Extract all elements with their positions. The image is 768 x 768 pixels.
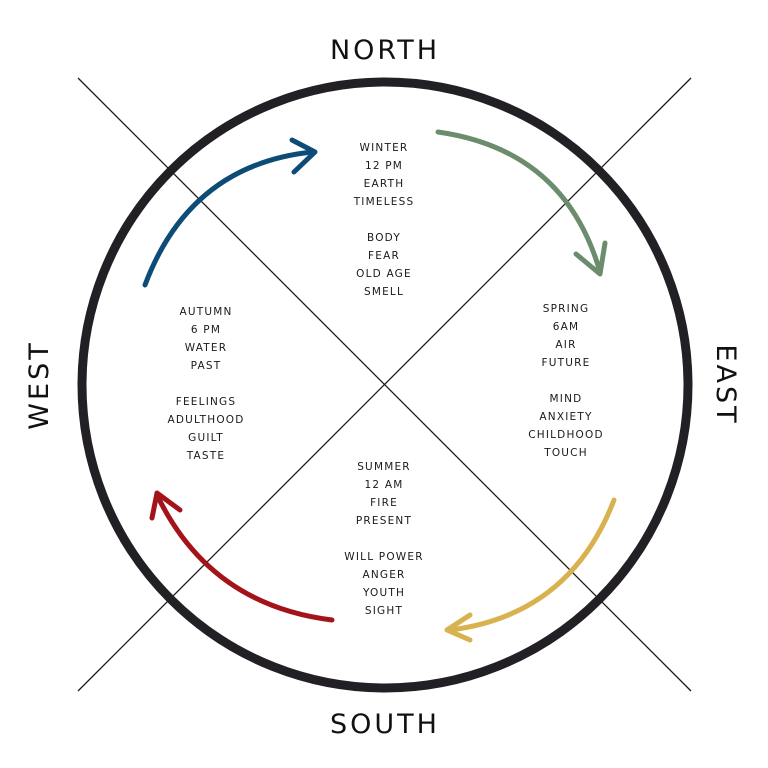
quadrant-north-line: 12 PM <box>365 160 403 172</box>
quadrant-south-line: WILL POWER <box>344 551 423 563</box>
quadrant-south-line: SUMMER <box>357 461 411 473</box>
quadrant-west-text: AUTUMN 6 PM WATER PAST FEELINGS ADULTHOOD GUIL… <box>167 306 244 462</box>
quadrant-north-text: WINTER 12 PM EARTH TIMELESS BODY FEAR OLD AGE S… <box>353 142 415 298</box>
quadrant-east-line: 6AM <box>553 321 580 333</box>
quadrant-east-line: CHILDHOOD <box>528 429 604 441</box>
direction-label-west: WEST <box>24 340 55 429</box>
quadrant-south-text: SUMMER 12 AM FIRE PRESENT WILL POWER ANGER YOU… <box>344 461 423 617</box>
arrow-east-to-south <box>444 497 617 643</box>
quadrant-west-line: TASTE <box>186 450 226 462</box>
quadrant-north-line: TIMELESS <box>353 196 415 208</box>
quadrant-west-line: PAST <box>191 360 222 372</box>
divider-line-ne-sw <box>77 77 692 692</box>
quadrant-south-line: FIRE <box>370 497 398 509</box>
quadrant-north-line: OLD AGE <box>356 268 412 280</box>
quadrant-north-line: FEAR <box>368 250 400 262</box>
quadrant-east-line: ANXIETY <box>539 411 592 423</box>
quadrant-north-line: SMELL <box>364 286 404 298</box>
quadrant-north-line: BODY <box>367 232 401 244</box>
direction-label-east: EAST <box>710 344 741 425</box>
quadrant-south-line: PRESENT <box>356 515 412 527</box>
arrow-west-to-north <box>142 137 318 288</box>
arrow-north-to-east <box>435 129 608 277</box>
quadrant-east-line: TOUCH <box>543 447 588 459</box>
quadrant-east-line: AIR <box>555 339 576 351</box>
arrow-south-to-west <box>149 490 335 623</box>
quadrant-east-line: FUTURE <box>542 357 591 369</box>
quadrant-south-line: YOUTH <box>362 587 405 599</box>
quadrant-west-line: AUTUMN <box>179 306 232 318</box>
quadrant-south-line: ANGER <box>362 569 405 581</box>
quadrant-south-line: 12 AM <box>365 479 404 491</box>
quadrant-north-line: WINTER <box>360 142 409 154</box>
quadrant-west-line: FEELINGS <box>176 396 237 408</box>
quadrant-south-line: SIGHT <box>365 605 403 617</box>
quadrant-west-line: 6 PM <box>191 324 221 336</box>
quadrant-west-line: GUILT <box>188 432 224 444</box>
outer-ring <box>77 77 693 693</box>
quadrant-east-line: SPRING <box>543 303 590 315</box>
quadrant-north-line: EARTH <box>364 178 405 190</box>
direction-label-north: NORTH <box>330 35 440 66</box>
direction-label-south: SOUTH <box>330 709 440 740</box>
quadrant-west-line: WATER <box>185 342 228 354</box>
quadrant-west-line: ADULTHOOD <box>167 414 244 426</box>
quadrant-east-line: MIND <box>550 393 583 405</box>
quadrant-east-text: SPRING 6AM AIR FUTURE MIND ANXIETY CHILDHOOD TO… <box>528 303 604 459</box>
